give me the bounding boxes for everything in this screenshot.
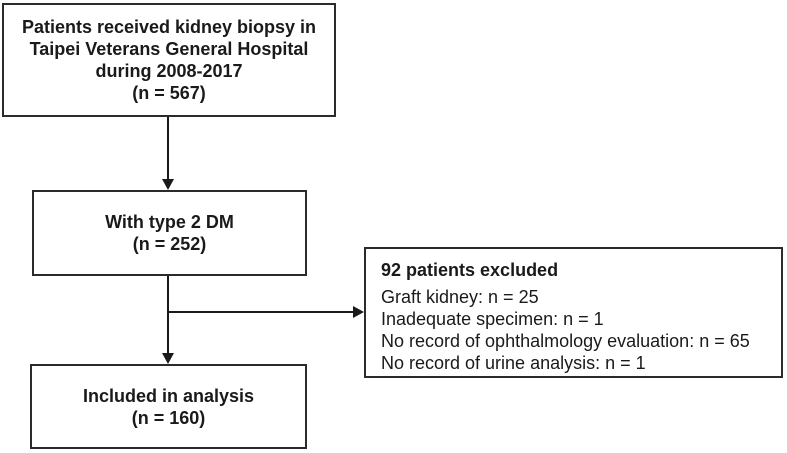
flow-box-included-text: Included in analysis (n = 160) [82, 385, 255, 428]
arrow-down-icon [162, 353, 174, 364]
flow-box-initial-cohort-text: Patients received kidney biopsy in Taipe… [21, 17, 317, 103]
flow-box-included: Included in analysis (n = 160) [30, 364, 307, 449]
excluded-item: No record of urine analysis: n = 1 [381, 353, 646, 373]
arrow-initial-to-type2dm-line [167, 117, 169, 180]
flow-box-type2dm-text: With type 2 DM (n = 252) [105, 212, 234, 254]
arrow-down-icon [162, 179, 174, 190]
flow-box-initial-cohort: Patients received kidney biopsy in Taipe… [2, 3, 336, 117]
flow-box-type2dm: With type 2 DM (n = 252) [32, 190, 307, 276]
flow-box-excluded-title: 92 patients excluded [381, 260, 559, 280]
arrow-type2dm-to-included-line [167, 276, 169, 353]
excluded-item: No record of ophthalmology evaluation: n… [381, 331, 750, 351]
arrow-right-icon [353, 306, 364, 318]
arrow-branch-to-excluded-line [168, 311, 353, 313]
excluded-item: Graft kidney: n = 25 [381, 287, 539, 307]
excluded-item: Inadequate specimen: n = 1 [381, 309, 604, 329]
flow-box-excluded: 92 patients excluded Graft kidney: n = 2… [364, 247, 783, 378]
